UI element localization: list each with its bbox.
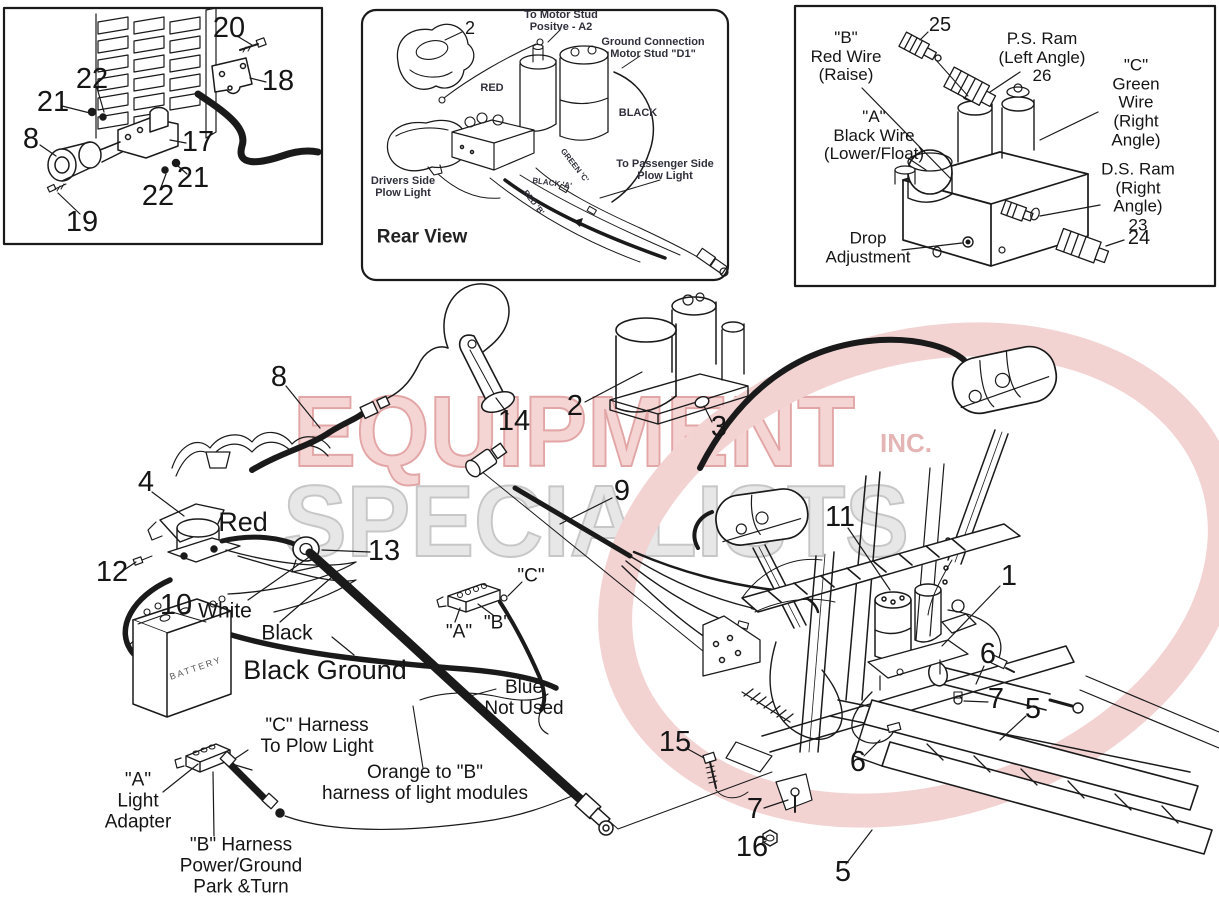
inset-crossover-relay bbox=[2, 6, 324, 246]
grille-art bbox=[95, 7, 217, 139]
inset-rear-view bbox=[360, 8, 730, 282]
main-diagram bbox=[122, 283, 1219, 865]
watermark-inc: INC. bbox=[880, 428, 932, 458]
leader-lines bbox=[39, 35, 267, 215]
inset-valve-assembly bbox=[793, 4, 1217, 288]
watermark-layer: EQUIPMENT INC. SPECIALISTS bbox=[282, 322, 1219, 828]
